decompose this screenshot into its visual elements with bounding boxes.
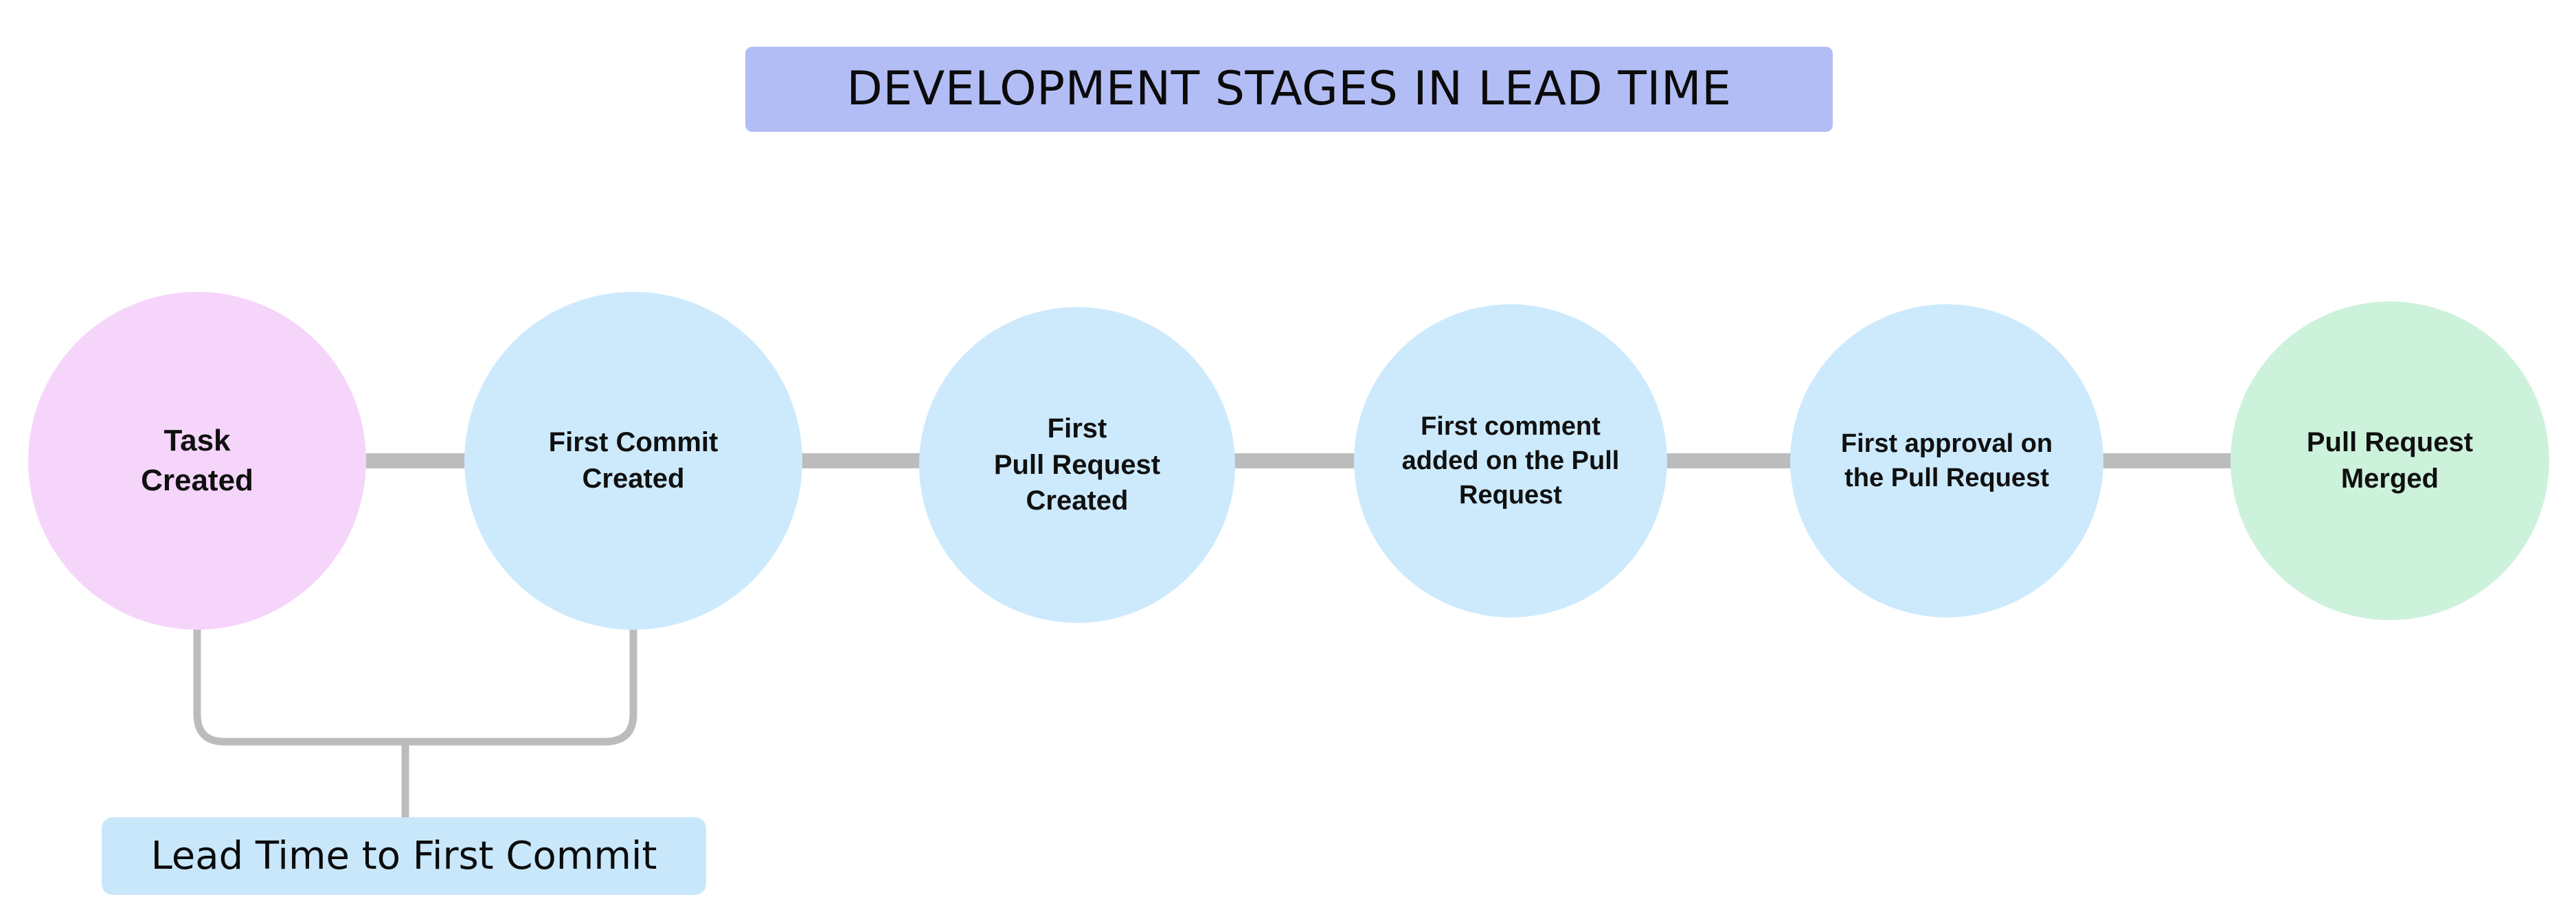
connector-commit-to-pr: [783, 453, 924, 468]
stage-label-first-approval: First approval on the Pull Request: [1840, 429, 2053, 492]
stage-node-task-created[interactable]: Task Created: [28, 292, 366, 630]
stage-label-first-pull-request-created: First Pull Request Created: [993, 413, 1161, 516]
stage-label-first-comment-added: First comment added on the Pull Request: [1401, 411, 1620, 510]
stage-label-pull-request-merged: Pull Request Merged: [2306, 427, 2474, 494]
stage-node-first-commit-created[interactable]: First Commit Created: [464, 292, 802, 630]
stage-node-first-approval[interactable]: First approval on the Pull Request: [1790, 304, 2103, 617]
diagram-title-banner: DEVELOPMENT STAGES IN LEAD TIME: [745, 47, 1833, 132]
stage-label-task-created: Task Created: [141, 423, 253, 497]
connector-comment-to-approval: [1656, 453, 1793, 468]
stage-node-first-pull-request-created[interactable]: First Pull Request Created: [919, 307, 1235, 623]
stage-label-first-commit-created: First Commit Created: [548, 427, 719, 494]
connector-task-to-commit: [343, 453, 488, 468]
stage-node-pull-request-merged[interactable]: Pull Request Merged: [2230, 301, 2549, 620]
lead-time-callout[interactable]: Lead Time to First Commit: [102, 817, 706, 895]
lead-time-callout-label: Lead Time to First Commit: [150, 833, 657, 878]
stage-node-first-comment-added[interactable]: First comment added on the Pull Request: [1354, 304, 1667, 617]
page-title: DEVELOPMENT STAGES IN LEAD TIME: [846, 62, 1732, 116]
connector-approval-to-merged: [2092, 453, 2233, 468]
connector-pr-to-comment: [1223, 453, 1360, 468]
